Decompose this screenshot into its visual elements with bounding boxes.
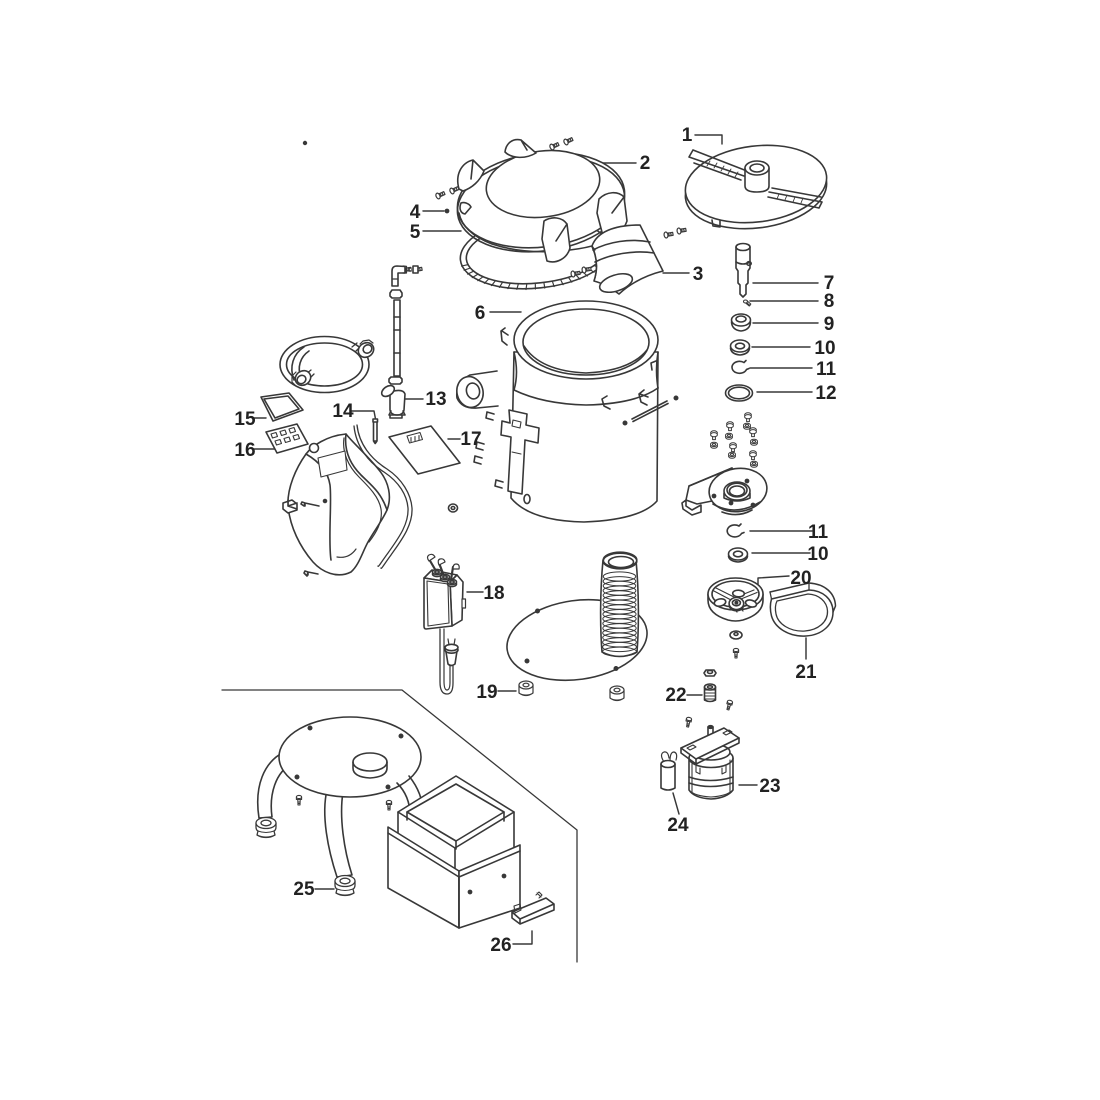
svg-text:3: 3 [693,264,704,285]
svg-text:11: 11 [816,359,837,380]
svg-text:24: 24 [667,815,689,836]
svg-text:5: 5 [410,222,421,243]
svg-text:19: 19 [476,682,497,703]
svg-text:10: 10 [814,338,835,359]
svg-text:23: 23 [759,776,780,797]
svg-text:12: 12 [815,383,836,404]
svg-text:26: 26 [490,935,511,956]
svg-text:13: 13 [425,389,446,410]
svg-text:16: 16 [234,440,255,461]
svg-text:2: 2 [640,153,651,174]
svg-text:17: 17 [460,429,481,450]
svg-text:1: 1 [682,125,693,146]
svg-text:14: 14 [332,401,354,422]
svg-text:9: 9 [824,314,835,335]
svg-text:6: 6 [475,303,486,324]
svg-text:10: 10 [807,544,828,565]
svg-text:8: 8 [824,291,835,312]
svg-text:4: 4 [410,202,421,223]
svg-text:20: 20 [790,568,811,589]
svg-text:11: 11 [808,522,829,543]
svg-text:18: 18 [483,583,504,604]
svg-text:7: 7 [824,273,835,294]
svg-text:21: 21 [795,662,817,683]
svg-text:22: 22 [665,685,686,706]
svg-text:25: 25 [293,879,315,900]
svg-text:15: 15 [234,409,256,430]
